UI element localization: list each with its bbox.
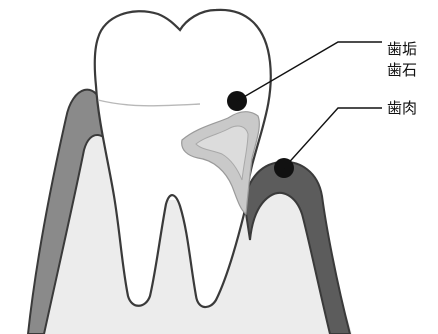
plaque-label: 歯垢 <box>387 40 417 59</box>
tartar-label: 歯石 <box>387 61 417 80</box>
gum-label: 歯肉 <box>387 99 417 118</box>
gum-leader-line <box>284 108 382 168</box>
